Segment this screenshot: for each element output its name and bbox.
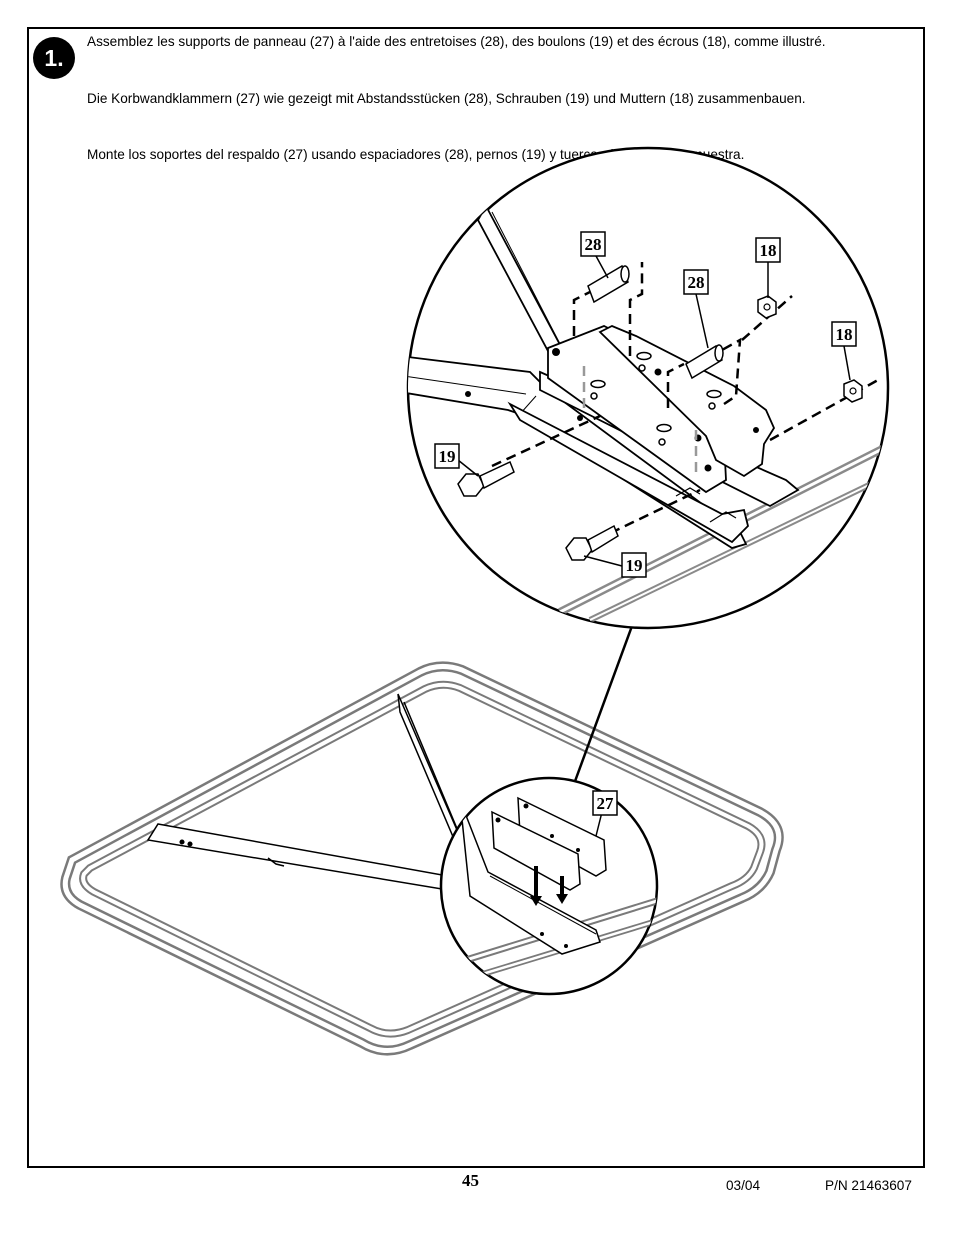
bolt-icon: [457, 460, 515, 497]
svg-text:28: 28: [585, 235, 602, 254]
svg-text:18: 18: [760, 241, 777, 260]
callout-leaders: [457, 255, 851, 837]
backboard-frame: [60, 661, 784, 1056]
callout-spacer-b: 28: [683, 269, 709, 295]
svg-text:28: 28: [688, 273, 705, 292]
page-number: 45: [462, 1171, 479, 1190]
step-number-badge: 1.: [33, 37, 75, 79]
svg-text:18: 18: [836, 325, 853, 344]
revision-date: 03/04: [726, 1178, 761, 1193]
callout-nut-b: 18: [831, 321, 857, 347]
part-number: P/N 21463607: [825, 1178, 912, 1193]
callout-bolt-b: 19: [621, 552, 647, 578]
callout-bracket: 27: [592, 790, 618, 816]
svg-text:19: 19: [626, 556, 643, 575]
detail-leader-line: [572, 625, 634, 785]
bolt-icon: [565, 524, 619, 561]
page-frame: [27, 27, 925, 1168]
instruction-german: Die Korbwandklammern (27) wie gezeigt mi…: [87, 91, 806, 106]
small-detail-view: [439, 776, 659, 996]
nut-icon: [757, 295, 777, 319]
svg-text:19: 19: [439, 447, 456, 466]
callout-spacer-a: 28: [580, 231, 606, 257]
callout-bolt-a: 19: [434, 443, 460, 469]
svg-text:27: 27: [597, 794, 615, 813]
nut-icon: [843, 379, 863, 403]
instruction-french: Assemblez les supports de panneau (27) à…: [87, 34, 826, 49]
large-detail-view: [406, 146, 890, 630]
callout-nut-a: 18: [755, 237, 781, 263]
